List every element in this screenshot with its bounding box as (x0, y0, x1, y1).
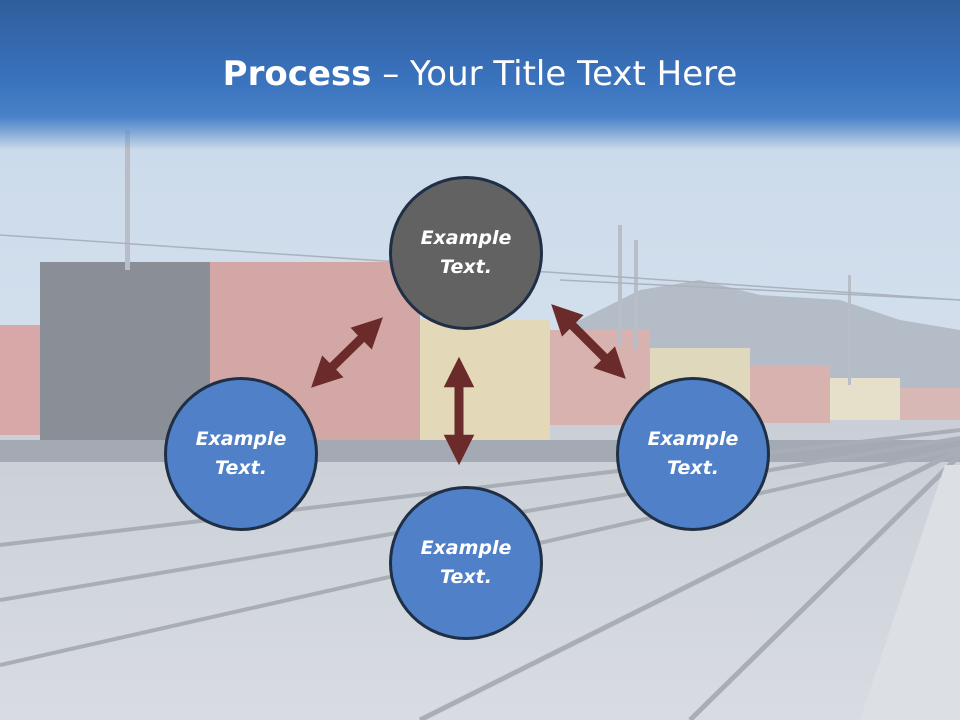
title-rest: Your Title Text Here (410, 54, 738, 94)
title-separator: – (371, 54, 411, 94)
process-node-bottom[interactable]: Example Text. (389, 486, 543, 640)
arrow-top-right (551, 304, 626, 379)
title-bar: Process – Your Title Text Here (0, 0, 960, 150)
process-node-right[interactable]: Example Text. (616, 377, 770, 531)
process-node-top[interactable]: Example Text. (389, 176, 543, 330)
node-text: Example Text. (647, 428, 739, 479)
node-text: Example Text. (420, 537, 512, 588)
arrow-top-left (311, 317, 383, 388)
slide-title[interactable]: Process – Your Title Text Here (0, 52, 960, 96)
node-text: Example Text. (195, 428, 287, 479)
process-node-left[interactable]: Example Text. (164, 377, 318, 531)
title-bold-part: Process (222, 54, 372, 94)
node-text: Example Text. (420, 227, 512, 278)
